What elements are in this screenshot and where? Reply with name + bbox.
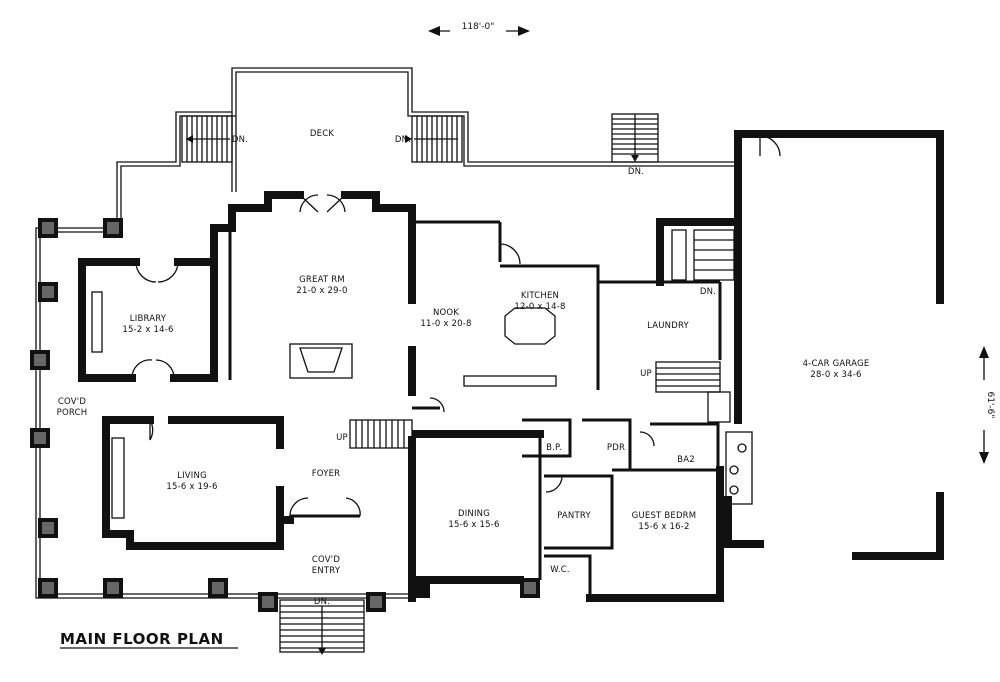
svg-text:NOOK: NOOK: [433, 308, 459, 318]
svg-text:15-6 x 19-6: 15-6 x 19-6: [166, 482, 217, 492]
svg-text:28-0 x 34-6: 28-0 x 34-6: [810, 370, 861, 380]
garage-dn-label: DN.: [700, 287, 716, 297]
nook-label: NOOK 11-0 x 20-8: [420, 308, 471, 329]
kitchen-label: KITCHEN 12-0 x 14-8: [514, 291, 565, 312]
svg-text:GREAT RM: GREAT RM: [299, 275, 345, 285]
living-label: LIVING 15-6 x 19-6: [166, 471, 217, 492]
ba2-label: BA2: [677, 455, 695, 465]
svg-text:COV'D: COV'D: [58, 397, 86, 407]
depth-dimension: 61'-6": [976, 346, 995, 464]
depth-dimension-label: 61'-6": [985, 391, 995, 418]
width-dimension-label: 118'-0": [462, 22, 495, 32]
garage-label: 4-CAR GARAGE 28-0 x 34-6: [803, 359, 870, 380]
porch-label: COV'D PORCH: [57, 397, 88, 418]
svg-text:21-0 x 29-0: 21-0 x 29-0: [296, 286, 347, 296]
room-labels: GREAT RM 21-0 x 29-0 LIBRARY 15-2 x 14-6…: [57, 275, 870, 576]
svg-text:COV'D: COV'D: [312, 555, 340, 565]
laundry-up-label: UP: [640, 369, 652, 379]
width-dimension: 118'-0": [428, 20, 530, 36]
svg-text:15-2 x 14-6: 15-2 x 14-6: [122, 325, 173, 335]
deck-left-dn-label: DN.: [232, 135, 248, 145]
deck-right-dn-label: DN.: [395, 135, 411, 145]
exterior-walls: [78, 130, 944, 602]
rear-dn-label: DN.: [628, 167, 644, 177]
deck-label: DECK: [310, 129, 334, 139]
pdr-label: PDR: [607, 443, 625, 453]
svg-text:4-CAR GARAGE: 4-CAR GARAGE: [803, 359, 870, 369]
guest-bedroom-label: GUEST BEDRM 15-6 x 16-2: [632, 511, 697, 532]
svg-text:ENTRY: ENTRY: [312, 566, 341, 576]
great-room-label: GREAT RM 21-0 x 29-0: [296, 275, 347, 296]
svg-text:11-0 x 20-8: 11-0 x 20-8: [420, 319, 471, 329]
porch-columns: [30, 218, 540, 612]
deck-outline: DN. DN. DN. DECK: [116, 67, 735, 226]
wic-label: W.C.: [550, 565, 570, 575]
library-label: LIBRARY 15-2 x 14-6: [122, 314, 173, 335]
svg-text:LIBRARY: LIBRARY: [130, 314, 167, 324]
svg-text:LIVING: LIVING: [177, 471, 207, 481]
doors-and-windows: [91, 135, 781, 519]
svg-text:15-6 x 16-2: 15-6 x 16-2: [638, 522, 689, 532]
svg-text:GUEST BEDRM: GUEST BEDRM: [632, 511, 697, 521]
entry-label: COV'D ENTRY: [312, 555, 341, 576]
bp-label: B.P.: [546, 443, 562, 453]
svg-text:15-6 x 15-6: 15-6 x 15-6: [448, 520, 499, 530]
laundry-label: LAUNDRY: [647, 321, 689, 331]
svg-text:KITCHEN: KITCHEN: [521, 291, 559, 301]
plan-title: MAIN FLOOR PLAN: [60, 630, 224, 648]
foyer-up-label: UP: [336, 433, 348, 443]
svg-text:PORCH: PORCH: [57, 408, 88, 418]
foyer-label: FOYER: [312, 469, 341, 479]
front-dn-label: DN.: [314, 597, 330, 607]
svg-text:DINING: DINING: [458, 509, 490, 519]
dining-label: DINING 15-6 x 15-6: [448, 509, 499, 530]
svg-text:12-0 x 14-8: 12-0 x 14-8: [514, 302, 565, 312]
interior-stairs: UP UP DN.: [336, 229, 735, 449]
pantry-label: PANTRY: [557, 511, 591, 521]
